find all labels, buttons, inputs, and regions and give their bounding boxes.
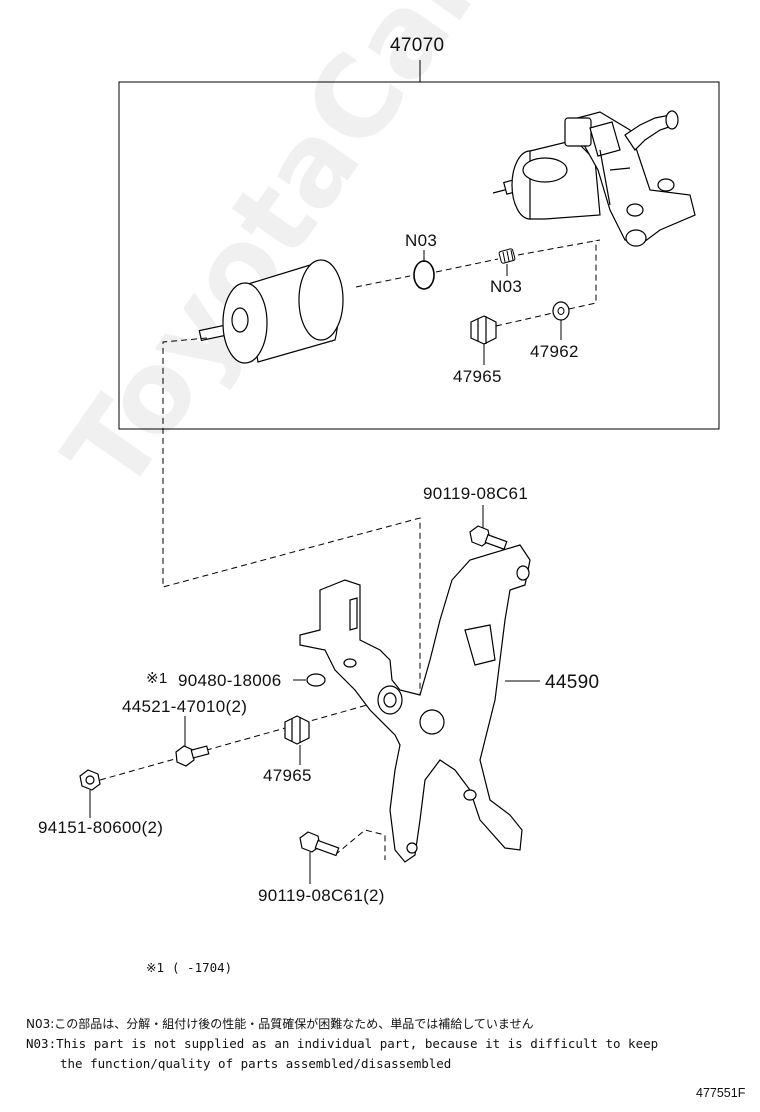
label-44521-47010[interactable]: 44521-47010(2) [122, 697, 248, 716]
figure-id: 477551F [696, 1086, 746, 1100]
o-ring-n03 [413, 260, 435, 290]
label-90480-18006[interactable]: 90480-18006 [178, 671, 282, 690]
label-94151-80600[interactable]: 94151-80600(2) [38, 818, 164, 837]
bolt-90119-bottom [299, 831, 340, 857]
accumulator-drawing [198, 259, 344, 364]
washer-47962 [552, 301, 570, 321]
plug-n03 [498, 248, 516, 264]
pump-motor-drawing [492, 110, 696, 247]
bolt-90119-top [469, 525, 508, 550]
label-assembly-47070[interactable]: 47070 [390, 35, 445, 56]
label-ref-mark-1: ※1 [146, 670, 168, 687]
nut-94151-80600 [79, 769, 101, 791]
label-90119-08c61-top[interactable]: 90119-08C61 [423, 484, 529, 503]
nut-47965-top [470, 315, 497, 345]
bracket-44590-drawing [299, 544, 531, 863]
label-n03-plug[interactable]: N03 [490, 277, 523, 296]
footnote-range: ( -1704) [172, 960, 233, 975]
nut-47965-bottom [284, 715, 310, 745]
bolt-44521-47010 [175, 745, 210, 767]
label-47965-bottom[interactable]: 47965 [263, 766, 312, 785]
label-47965-top[interactable]: 47965 [453, 367, 502, 386]
note-n03-english-2: the function/quality of parts assembled/… [60, 1056, 452, 1071]
label-90119-08c61-bottom[interactable]: 90119-08C61(2) [258, 886, 385, 905]
label-44590[interactable]: 44590 [545, 672, 600, 693]
footnote-mark: ※1 [146, 960, 164, 975]
note-n03-japanese: N03:この部品は、分解・組付け後の性能・品質確保が困難なため、単品では補給して… [26, 1017, 534, 1031]
label-n03-oring[interactable]: N03 [405, 231, 438, 250]
assembly-frame [118, 81, 720, 430]
washer-90480-18006 [306, 673, 326, 687]
note-n03-english-1: N03:This part is not supplied as an indi… [26, 1036, 659, 1051]
label-47962[interactable]: 47962 [530, 342, 579, 361]
